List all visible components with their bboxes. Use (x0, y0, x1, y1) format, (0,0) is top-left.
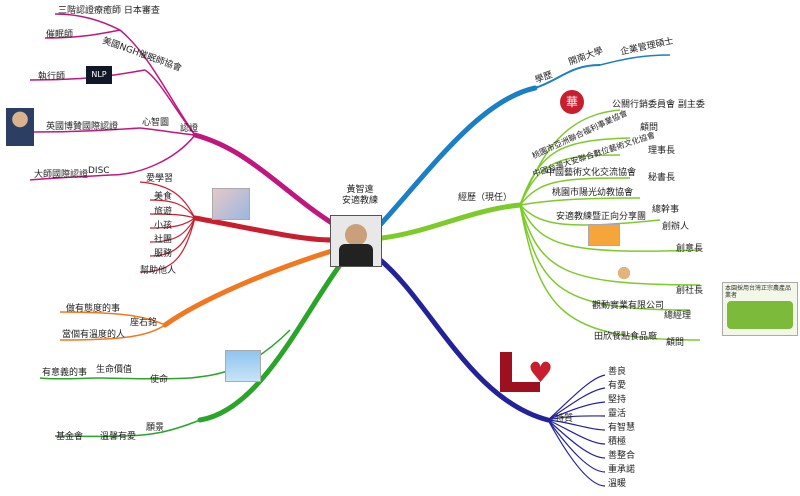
farm-ad-caption: 本園採用台灣正宗農產品業者 (725, 285, 792, 299)
trait-4: 有智慧 (608, 423, 636, 433)
love-logo: ♥ (500, 352, 570, 398)
exp-role-9: 顧問 (666, 338, 685, 348)
balloon-house-image (225, 350, 261, 382)
trait-6: 善整合 (608, 451, 636, 461)
branch-education (377, 85, 538, 228)
exp-item-4: 桃園市陽光幼教協會 (552, 188, 634, 198)
cert-3: 執行師 (38, 72, 66, 82)
branch-certs (192, 132, 338, 228)
cert-7: DISC (88, 166, 110, 176)
interest-0: 愛學習 (146, 174, 174, 184)
center-name: 黃智遠 (346, 185, 374, 195)
branch-experience (379, 202, 523, 241)
exp-role-5: 創辦人 (662, 222, 690, 232)
exp-role-4: 總幹事 (652, 205, 680, 215)
interest-5: 服務 (154, 249, 173, 259)
motto-label: 座右銘 (130, 318, 158, 328)
trait-3: 靈活 (608, 409, 627, 419)
interest-3: 小孩 (154, 221, 173, 231)
mission-label: 使命 (150, 375, 169, 385)
interest-6: 幫助他人 (140, 266, 177, 276)
exp-item-8: 觀動實業有限公司 (592, 301, 665, 311)
exp-role-2: 理事長 (648, 146, 676, 156)
motto-item-1: 當個有溫度的人 (62, 330, 126, 340)
traits-label: 特質 (555, 414, 574, 424)
center-title: 黃智遠 安適教練 (330, 185, 390, 207)
exp-role-8: 總經理 (664, 311, 692, 321)
exp-item-5: 安適教練暨正向分享團 (556, 212, 647, 222)
exp-role-3: 秘書長 (648, 173, 676, 183)
experience-label: 經歷（現任） (458, 193, 513, 203)
hua-badge: 華 (560, 90, 584, 114)
center-role: 安適教練 (341, 196, 378, 206)
nlp-badge: NLP (86, 66, 112, 84)
interest-2: 旅遊 (154, 207, 173, 217)
mission-sub: 生命價值 (96, 365, 133, 375)
vision-label: 願景 (146, 423, 165, 433)
cert-0: 三階認證療癒師 日本審查 (58, 6, 160, 16)
exp-role-6: 創意長 (676, 244, 704, 254)
exp-role-7: 創社長 (676, 286, 704, 296)
family-photo (212, 188, 250, 220)
cert-1: 催眠師 (46, 30, 74, 40)
center-portrait (330, 215, 382, 267)
certs-label: 認證 (180, 124, 199, 134)
mission-leaf: 有意義的事 (42, 368, 88, 378)
drawing-icon (588, 224, 620, 246)
trait-8: 溫暖 (608, 479, 627, 489)
trait-1: 有愛 (608, 381, 627, 391)
exp-role-1: 顧問 (640, 123, 659, 133)
vision-sub: 溫馨有愛 (100, 432, 137, 442)
branch-motto (162, 247, 338, 328)
exp-item-0: 公關行銷委員會 副主委 (612, 100, 705, 110)
cert-5: 英國博贊國際認證 (46, 122, 119, 132)
cert-4: 心智圖 (142, 118, 170, 128)
motto-item-0: 做有態度的事 (66, 304, 121, 314)
trait-2: 堅持 (608, 395, 627, 405)
exp-item-9: 田欣餐點食品廠 (594, 332, 658, 342)
trait-5: 積極 (608, 437, 627, 447)
speaker-photo (6, 108, 34, 146)
trait-0: 善良 (608, 367, 627, 377)
vision-leaf: 基金會 (56, 432, 84, 442)
interest-1: 美食 (154, 192, 173, 202)
branch-interests (192, 215, 335, 243)
pirate-icon (612, 264, 636, 282)
exp-item-3: 中國藝術文化交流協會 (546, 168, 637, 178)
interest-4: 社團 (154, 235, 173, 245)
branch-traits (375, 255, 551, 423)
farm-ad-image: 本園採用台灣正宗農產品業者 (722, 282, 798, 336)
cert-6: 大師國際認證 (34, 170, 89, 180)
branch-vision (197, 262, 343, 423)
trait-7: 重承諾 (608, 465, 636, 475)
